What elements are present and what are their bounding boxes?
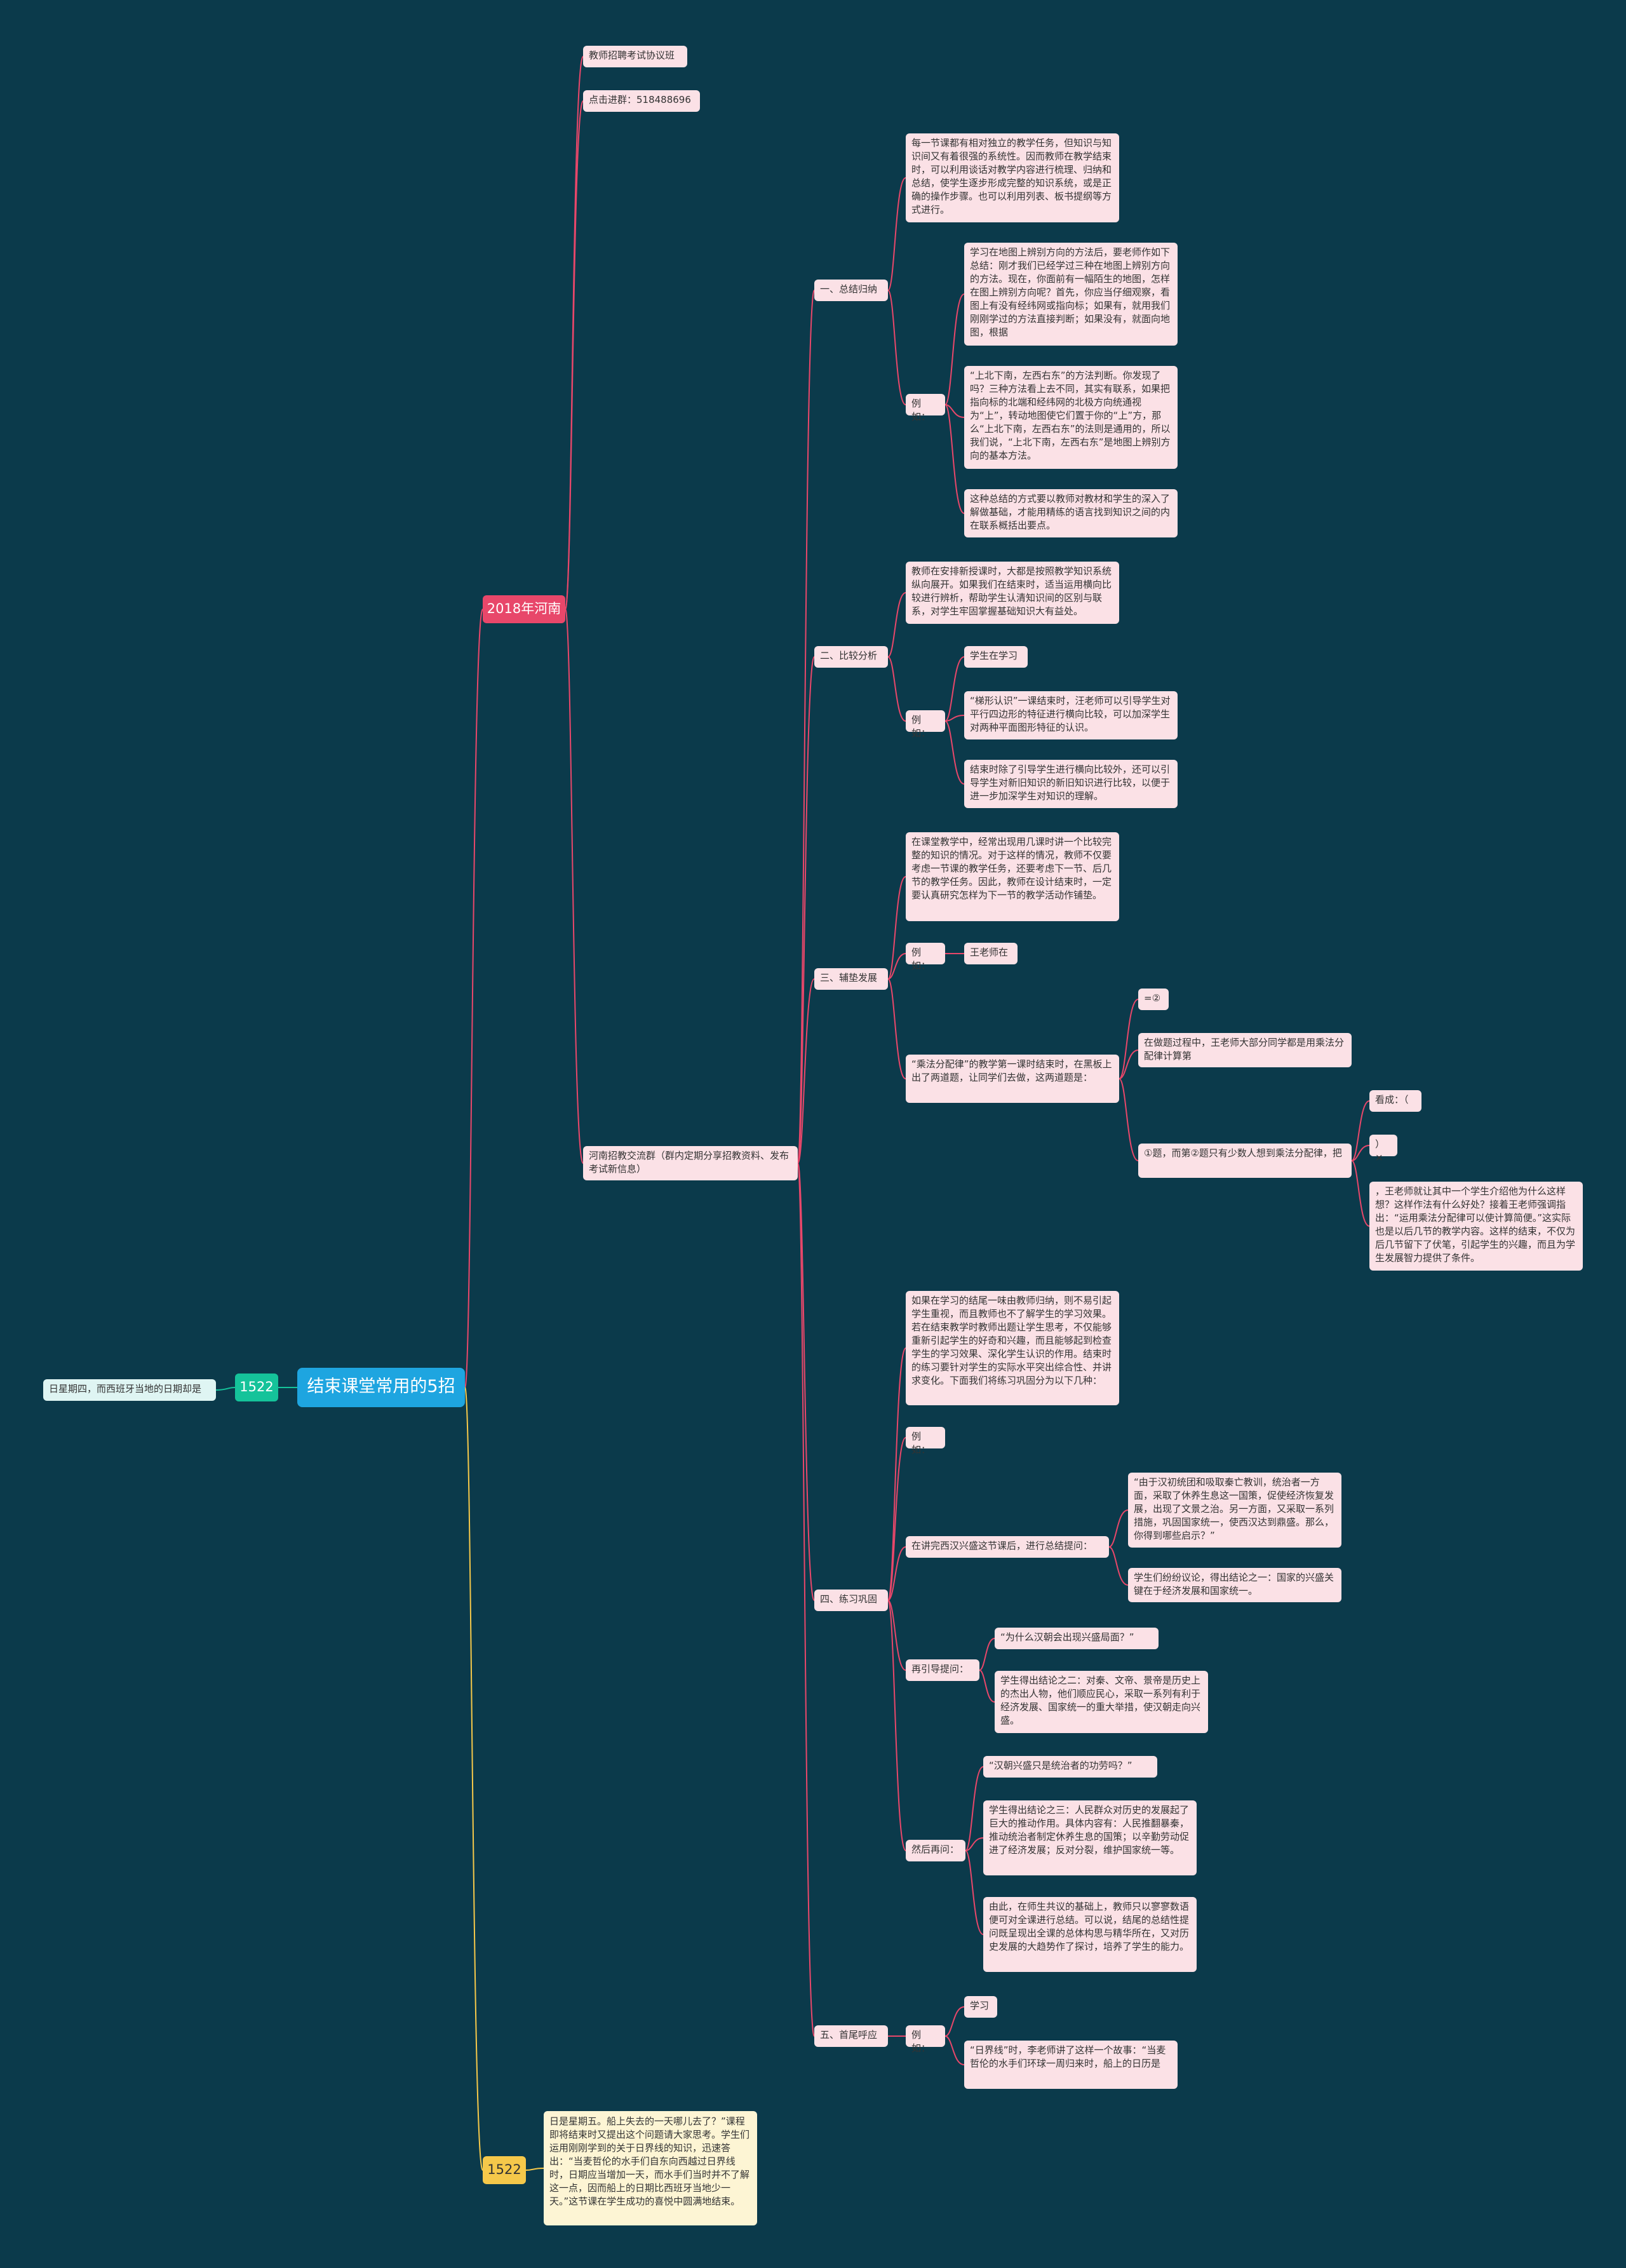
link-section-2-example: [887, 656, 906, 722]
left-leaf[interactable]: 日星期四，而西班牙当地的日期却是: [43, 1379, 216, 1401]
link-section-2-compare: [797, 656, 815, 1164]
section-1-text[interactable]: 每一节课都有相对独立的教学任务，但知识与知识间又有着很强的系统性。因而教师在教学…: [906, 133, 1119, 222]
section-1-example[interactable]: 例如：: [906, 394, 945, 422]
link-section-1-example-c: [944, 404, 965, 514]
link-section-1-text: [887, 177, 906, 291]
branch-henan[interactable]: 2018年河南: [483, 595, 565, 623]
link-section-3-question-1: [1119, 999, 1139, 1079]
section-4-then-ask-b[interactable]: 学生得出结论之三：人民群众对历史的发展起了巨大的推动作用。具体内容有：人民推翻暴…: [983, 1800, 1197, 1875]
section-2-example-b[interactable]: “梯形认识”一课结束时，汪老师可以引导学生对平行四边形的特征进行横向比较，可以加…: [964, 691, 1178, 739]
section-5-example-b[interactable]: “日界线”时，李老师讲了这样一个故事：“当麦哲伦的水手们环球一周归来时，船上的日…: [964, 2041, 1178, 2089]
section-1-example-c[interactable]: 这种总结的方式要以教师对教材和学生的深入了解做基础，才能用精练的语言找到知识之间…: [964, 489, 1178, 537]
section-2-compare[interactable]: 二、比较分析: [814, 646, 888, 668]
link-join-group-link: [565, 100, 584, 610]
section-4-example[interactable]: 例如：: [906, 1427, 945, 1455]
link-section-3-pave: [797, 978, 815, 1164]
section-3-question[interactable]: “乘法分配律”的教学第一课时结束时，在黑板上出了两道题，让同学们去做，这两道题是…: [906, 1055, 1119, 1103]
link-branch-henan: [464, 609, 483, 1388]
link-section-3-question: [887, 978, 906, 1079]
section-5-example[interactable]: 例如：: [906, 2025, 945, 2054]
section-3-example[interactable]: 例如：: [906, 943, 945, 971]
root-topic[interactable]: 结束课堂常用的5招: [297, 1368, 465, 1407]
left-number-node[interactable]: 1522: [235, 1374, 278, 1401]
link-section-4-reask-b: [979, 1670, 995, 1703]
link-section-4-practice: [797, 1163, 815, 1601]
link-section-1-example-a: [944, 294, 965, 405]
section-3-question-3a[interactable]: 看成：（: [1369, 1090, 1421, 1112]
link-section-4-reask: [887, 1600, 906, 1671]
link-section-4-ask-a: [1108, 1509, 1129, 1548]
section-3-question-3[interactable]: ①题，而第②题只有少数人想到乘法分配律，把: [1138, 1144, 1352, 1178]
section-3-example-a[interactable]: 王老师在: [964, 943, 1018, 964]
link-section-3-question-3c: [1351, 1160, 1370, 1227]
link-section-2-example-c: [944, 720, 965, 785]
section-1-example-a[interactable]: 学习在地图上辨别方向的方法后，要老师作如下总结：刚才我们已经学过三种在地图上辨别…: [964, 243, 1178, 346]
link-section-2-text: [887, 592, 906, 658]
leaf-1522-story-end[interactable]: 日是星期五。船上失去的一天哪儿去了？”课程即将结束时又提出这个问题请大家思考。学…: [544, 2111, 757, 2225]
link-section-4-reask-a: [979, 1638, 995, 1671]
link-section-5-example-b: [944, 2035, 965, 2065]
link-section-4-example: [887, 1437, 906, 1601]
link-section-4-ask: [887, 1546, 906, 1601]
link-section-2-example-a: [944, 656, 965, 722]
section-4-then-ask[interactable]: 然后再问：: [906, 1840, 965, 1861]
link-section-2-example-b: [944, 715, 965, 722]
join-group-link[interactable]: 点击进群：518488696: [583, 90, 700, 112]
link-section-4-ask-b: [1108, 1546, 1129, 1586]
section-4-reask[interactable]: 再引导提问：: [906, 1659, 979, 1681]
section-2-example-c[interactable]: 结束时除了引导学生进行横向比较外，还可以引导学生对新旧知识的新旧知识进行比较，以…: [964, 760, 1178, 808]
link-section-5-example-a: [944, 2006, 965, 2037]
link-section-3-example: [887, 953, 906, 980]
section-4-practice[interactable]: 四、练习巩固: [814, 1590, 888, 1611]
section-3-question-2[interactable]: 在做题过程中，王老师大部分同学都是用乘法分配律计算第: [1138, 1033, 1352, 1067]
section-1-summary[interactable]: 一、总结归纳: [814, 280, 888, 301]
link-section-1-example: [887, 290, 906, 405]
link-branch-1522: [464, 1387, 483, 2171]
section-5-echo[interactable]: 五、首尾呼应: [814, 2025, 888, 2047]
section-1-example-b[interactable]: “上北下南，左西右东”的方法判断。你发现了吗？三种方法看上去不同，其实有联系，如…: [964, 366, 1178, 469]
section-3-pave[interactable]: 三、辅垫发展: [814, 968, 888, 990]
link-section-3-text: [887, 876, 906, 980]
link-section-3-question-3b: [1351, 1145, 1370, 1161]
link-section-4-then-ask-c: [965, 1850, 984, 1935]
section-4-ask[interactable]: 在讲完西汉兴盛这节课后，进行总结提问：: [906, 1536, 1109, 1558]
link-section-4-then-ask-a: [965, 1766, 984, 1851]
section-2-example-a[interactable]: 学生在学习: [964, 646, 1028, 668]
class-banner[interactable]: 教师招聘考试协议班: [583, 46, 687, 67]
link-section-3-question-3a: [1351, 1100, 1370, 1161]
section-3-question-1[interactable]: =②: [1138, 989, 1169, 1010]
section-4-reask-b[interactable]: 学生得出结论之二：对秦、文帝、景帝是历史上的杰出人物，他们顺应民心，采取一系列有…: [995, 1671, 1208, 1733]
branch-1522[interactable]: 1522: [483, 2156, 526, 2184]
section-4-then-ask-c[interactable]: 由此，在师生共议的基础上，教师只以寥寥数语便可对全课进行总结。可以说，结尾的总结…: [983, 1897, 1197, 1972]
link-section-3-question-2: [1119, 1050, 1139, 1079]
link-section-1-summary: [797, 290, 815, 1164]
link-section-4-text: [887, 1347, 906, 1601]
link-section-5-echo: [797, 1163, 815, 2037]
section-2-text[interactable]: 教师在安排新授课时，大都是按照教学知识系统纵向展开。如果我们在结束时，适当运用横…: [906, 562, 1119, 624]
section-2-example[interactable]: 例如：: [906, 710, 945, 739]
section-3-question-3c[interactable]: ，王老师就让其中一个学生介绍他为什么这样想？这样作法有什么好处？接着王老师强调指…: [1369, 1182, 1583, 1271]
link-section-4-then-ask: [887, 1600, 906, 1851]
link-leaf-1522-story-end: [525, 2168, 544, 2171]
section-3-question-3b[interactable]: ）×: [1369, 1135, 1397, 1163]
section-5-example-a[interactable]: 学习: [964, 1996, 997, 2018]
link-class-banner: [565, 56, 584, 610]
link-left-leaf: [215, 1387, 236, 1391]
link-section-1-example-b: [944, 404, 965, 418]
section-4-ask-a[interactable]: “由于汉初统团和吸取秦亡教训，统治者一方面，采取了休养生息这一国策，促使经济恢复…: [1128, 1473, 1341, 1548]
section-4-text[interactable]: 如果在学习的结尾一味由教师归纳，则不易引起学生重视，而且教师也不了解学生的学习效…: [906, 1291, 1119, 1405]
section-3-text[interactable]: 在课堂教学中，经常出现用几课时讲一个比较完整的知识的情况。对于这样的情况，教师不…: [906, 832, 1119, 921]
henan-group-node[interactable]: 河南招教交流群（群内定期分享招教资料、发布考试新信息）: [583, 1146, 798, 1180]
section-4-reask-a[interactable]: “为什么汉朝会出现兴盛局面？”: [995, 1628, 1159, 1649]
link-henan-group-node: [565, 609, 584, 1164]
link-section-4-then-ask-b: [965, 1837, 984, 1851]
section-4-then-ask-a[interactable]: “汉朝兴盛只是统治者的功劳吗？”: [983, 1756, 1157, 1778]
section-4-ask-b[interactable]: 学生们纷纷议论，得出结论之一：国家的兴盛关键在于经济发展和国家统一。: [1128, 1568, 1341, 1602]
link-section-3-question-3: [1119, 1078, 1139, 1161]
